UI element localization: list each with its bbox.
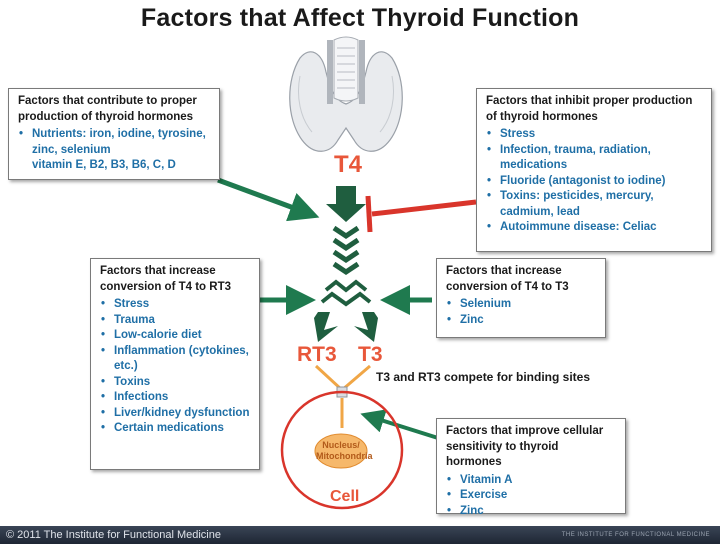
list-item: Stress xyxy=(100,297,251,313)
cell-label: Cell xyxy=(330,488,360,505)
list-item: Nutrients: iron, iodine, tyrosine, zinc,… xyxy=(18,127,211,158)
t4-flow-arrow xyxy=(326,186,366,276)
list-item: Exercise xyxy=(446,488,617,504)
box-t3-list: Selenium Zinc xyxy=(446,297,597,328)
box-contribute-list: Nutrients: iron, iodine, tyrosine, zinc,… xyxy=(18,127,211,158)
list-item: Trauma xyxy=(100,313,251,329)
box-contribute-header: Factors that contribute to proper produc… xyxy=(18,95,197,123)
list-item: Autoimmune disease: Celiac xyxy=(486,220,703,236)
list-item: Vitamin A xyxy=(446,473,617,489)
cell-membrane xyxy=(280,390,404,510)
box-rt3-list: Stress Trauma Low-calorie diet Inflammat… xyxy=(100,297,251,437)
list-item: Toxins xyxy=(100,375,251,391)
sensitivity-arrow xyxy=(360,409,439,440)
list-item: Certain medications xyxy=(100,421,251,437)
nucleus-label: Nucleus/ Mitochondria xyxy=(316,440,373,461)
box-t3-conversion: Factors that increase conversion of T4 t… xyxy=(436,258,606,338)
t3-label: T3 xyxy=(358,343,383,366)
contribute-arrow xyxy=(217,177,320,222)
diagram-title: Factors that Affect Thyroid Function xyxy=(140,4,580,32)
list-item: Zinc xyxy=(446,313,597,329)
list-item: Fluoride (antagonist to iodine) xyxy=(486,174,703,190)
box-rt3-conversion: Factors that increase conversion of T4 t… xyxy=(90,258,260,470)
box-contribute: Factors that contribute to proper produc… xyxy=(8,88,220,180)
nucleus-shape xyxy=(314,433,368,469)
list-item: Zinc xyxy=(446,504,617,520)
copyright-text: © 2011 The Institute for Functional Medi… xyxy=(6,529,221,541)
box-inhibit: Factors that inhibit proper production o… xyxy=(476,88,712,252)
list-item: Toxins: pesticides, mercury, cadmium, le… xyxy=(486,189,703,220)
list-item: Infections xyxy=(100,390,251,406)
box-sensitivity-header: Factors that improve cellular sensitivit… xyxy=(446,425,604,468)
thyroid-gland-icon xyxy=(289,36,403,152)
box-sensitivity: Factors that improve cellular sensitivit… xyxy=(436,418,626,519)
list-item: Selenium xyxy=(446,297,597,313)
rt3-label: RT3 xyxy=(297,343,337,366)
list-item: Liver/kidney dysfunction xyxy=(100,406,251,422)
compete-label: T3 and RT3 compete for binding sites xyxy=(376,370,591,384)
box-sensitivity-list: Vitamin A Exercise Zinc xyxy=(446,473,617,520)
list-item: Low-calorie diet xyxy=(100,328,251,344)
box-inhibit-header: Factors that inhibit proper production o… xyxy=(486,95,693,123)
box-rt3-header: Factors that increase conversion of T4 t… xyxy=(100,265,231,293)
list-item: Inflammation (cytokines, etc.) xyxy=(100,344,251,375)
list-item: Infection, trauma, radiation, medication… xyxy=(486,143,703,174)
list-item: Stress xyxy=(486,127,703,143)
footer-right-text: THE INSTITUTE FOR FUNCTIONAL MEDICINE xyxy=(561,532,710,538)
inhibit-arrow xyxy=(365,195,477,233)
split-arrows xyxy=(314,279,378,342)
box-contribute-sub: vitamin E, B2, B3, B6, C, D xyxy=(32,159,176,171)
box-t3-header: Factors that increase conversion of T4 t… xyxy=(446,265,569,293)
t4-label: T4 xyxy=(334,151,363,178)
box-inhibit-list: Stress Infection, trauma, radiation, med… xyxy=(486,127,703,236)
footer-bar: © 2011 The Institute for Functional Medi… xyxy=(0,526,720,544)
